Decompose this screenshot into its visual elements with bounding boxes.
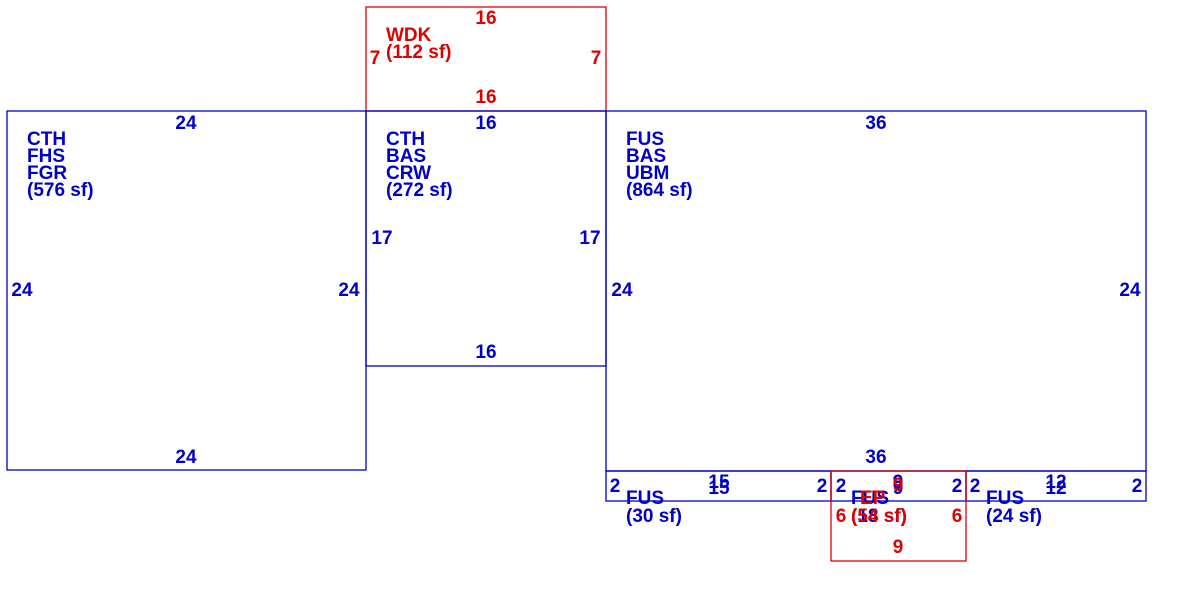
- crawl-dim-left: 17: [371, 228, 392, 249]
- crawl-label-1: CTH: [386, 129, 425, 150]
- strip2-dim-right: 2: [952, 476, 963, 497]
- ep-dim-top: 9: [893, 475, 904, 496]
- strip1-dim-bottom: 15: [708, 478, 730, 499]
- wdk-dim-bottom: 16: [475, 87, 496, 108]
- garage-dim-left: 24: [11, 280, 33, 301]
- crawl-dim-bottom: 16: [475, 342, 496, 363]
- garage-label-4: (576 sf): [27, 180, 94, 201]
- strip3-label-2: (24 sf): [986, 506, 1042, 527]
- strip1-dim-left: 2: [610, 476, 621, 497]
- crawl-label-3: CRW: [386, 163, 431, 184]
- main-dim-bottom: 36: [865, 447, 886, 468]
- strip1-label-1: FUS: [626, 488, 664, 509]
- strip2-label-1: FUS: [851, 488, 889, 509]
- strip2-label-2: (18 sf): [851, 506, 907, 527]
- wdk-dim-left: 7: [370, 48, 381, 69]
- garage-label-1: CTH: [27, 129, 66, 150]
- ep-dim-left: 6: [836, 506, 847, 527]
- strip3-dim-top: 12: [1045, 472, 1066, 493]
- strip1-label-2: (30 sf): [626, 506, 682, 527]
- wdk-label-1: WDK: [386, 25, 432, 46]
- strip1-dim-top: 15: [708, 472, 730, 493]
- strip2-dim-left: 2: [836, 476, 847, 497]
- main-dim-left: 24: [611, 280, 633, 301]
- wdk-dim-top: 16: [475, 8, 496, 29]
- wdk-label-2: (112 sf): [386, 42, 451, 63]
- ep-dim-right: 6: [952, 506, 963, 527]
- main-label-1: FUS: [626, 129, 664, 150]
- crawl-dim-right: 17: [579, 228, 600, 249]
- crawl-label-4: (272 sf): [386, 180, 453, 201]
- main-label-2: BAS: [626, 146, 666, 167]
- garage-dim-top: 24: [175, 113, 197, 134]
- ep-dim-bottom: 9: [893, 537, 904, 558]
- strip3-dim-left: 2: [970, 476, 981, 497]
- strip2-dim-top: 9: [893, 472, 904, 493]
- main-label-3: UBM: [626, 163, 669, 184]
- main-outline: [605, 110, 1147, 472]
- crawl-label-2: BAS: [386, 146, 426, 167]
- strip1-dim-right: 2: [817, 476, 828, 497]
- strip3-dim-bottom: 12: [1045, 478, 1066, 499]
- garage-label-3: FGR: [27, 163, 67, 184]
- garage-dim-bottom: 24: [175, 447, 197, 468]
- strip2-dim-bottom: 9: [893, 478, 904, 499]
- garage-dim-right: 24: [338, 280, 360, 301]
- ep-outline: [830, 470, 967, 562]
- crawl-dim-top: 16: [475, 113, 496, 134]
- ep-label-2: (54 sf): [851, 506, 907, 527]
- ep-label-1: EP: [860, 488, 886, 509]
- main-label-4: (864 sf): [626, 180, 693, 201]
- strip3-label-1: FUS: [986, 488, 1024, 509]
- main-dim-top: 36: [865, 113, 886, 134]
- wdk-dim-right: 7: [591, 48, 602, 69]
- strip3-dim-right: 2: [1132, 476, 1143, 497]
- garage-label-2: FHS: [27, 146, 65, 167]
- main-dim-right: 24: [1119, 280, 1141, 301]
